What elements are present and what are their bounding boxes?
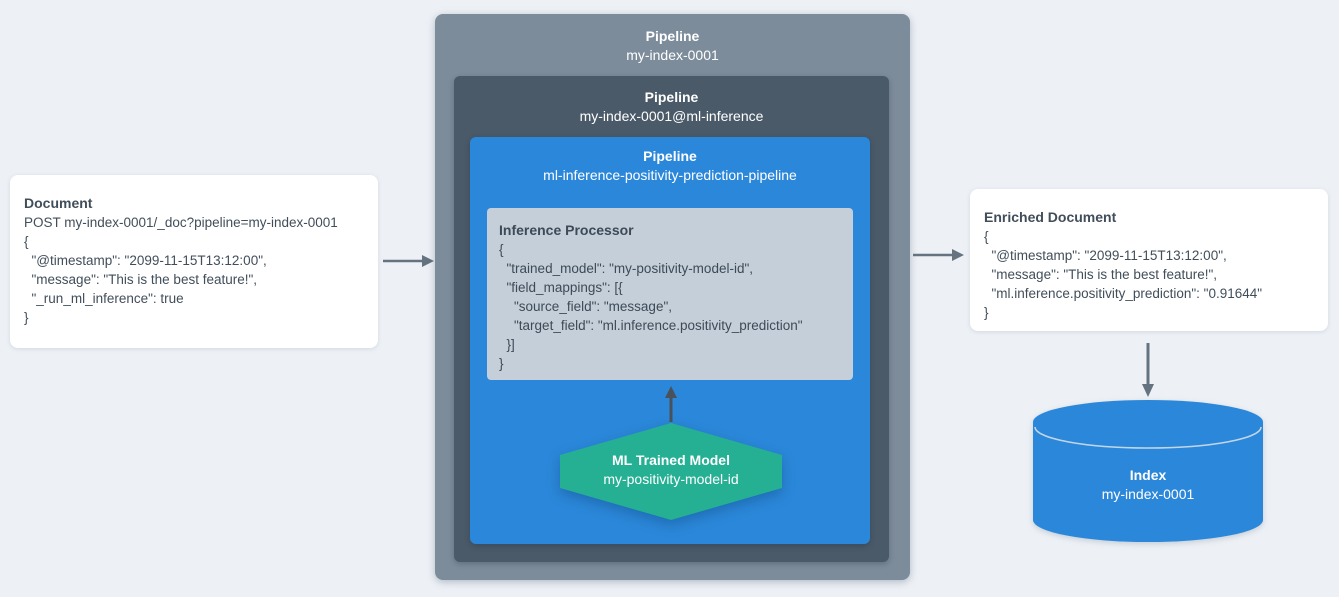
enriched-document-card: Enriched Document { "@timestamp": "2099-… (970, 189, 1328, 331)
pipeline-title: Pipeline (644, 89, 699, 105)
code-line: "target_field": "ml.inference.positivity… (499, 318, 803, 333)
inference-pipeline-box: Pipeline ml-inference-positivity-predict… (470, 137, 870, 544)
code-line: "field_mappings": [{ (499, 280, 623, 295)
index-name: my-index-0001 (1101, 486, 1195, 502)
code-line: "@timestamp": "2099-11-15T13:12:00", (984, 248, 1227, 263)
code-line: } (24, 310, 29, 325)
code-line: "message": "This is the best feature!", (24, 272, 258, 287)
code-line: { (499, 242, 504, 257)
arrow-right-icon (913, 249, 964, 261)
code-line: "ml.inference.positivity_prediction": "0… (984, 286, 1263, 301)
pipeline-name: my-index-0001@ml-inference (579, 108, 764, 124)
code-line: "_run_ml_inference": true (24, 291, 184, 306)
code-line: }] (499, 337, 515, 352)
code-line: } (984, 305, 989, 320)
code-line: "source_field": "message", (499, 299, 672, 314)
code-line: "trained_model": "my-positivity-model-id… (499, 261, 754, 276)
database-icon (1033, 400, 1263, 542)
inference-processor-box: Inference Processor { "trained_model": "… (487, 208, 853, 380)
document-card: Document POST my-index-0001/_doc?pipelin… (10, 175, 378, 348)
document-card-title: Document (24, 195, 93, 211)
ml-trained-model-hexagon: ML Trained Model my-positivity-model-id (560, 423, 782, 520)
code-line: { (984, 229, 989, 244)
index-label: Index my-index-0001 (1033, 466, 1263, 504)
arrow-up-icon (665, 386, 677, 422)
pipeline-name: ml-inference-positivity-prediction-pipel… (543, 167, 797, 183)
pipeline-outer-box: Pipeline my-index-0001 Pipeline my-index… (435, 14, 910, 580)
code-line: "@timestamp": "2099-11-15T13:12:00", (24, 253, 267, 268)
enriched-document-title: Enriched Document (984, 209, 1117, 225)
code-line: { (24, 234, 29, 249)
ml-trained-model-name: my-positivity-model-id (603, 471, 739, 487)
ml-inference-pipeline-box: Pipeline my-index-0001@ml-inference Pipe… (454, 76, 889, 562)
arrow-down-icon (1142, 343, 1154, 397)
code-line: } (499, 356, 504, 371)
index-cylinder: Index my-index-0001 (1033, 400, 1263, 542)
ml-trained-model-label: ML Trained Model my-positivity-model-id (560, 451, 782, 489)
code-line: "message": "This is the best feature!", (984, 267, 1218, 282)
pipeline-title: Pipeline (643, 148, 697, 164)
inference-processor-title: Inference Processor (499, 222, 634, 238)
pipeline-title: Pipeline (645, 28, 700, 44)
pipeline-name: my-index-0001 (626, 47, 719, 63)
hexagon-icon (560, 423, 782, 520)
index-title: Index (1129, 467, 1167, 483)
code-line: POST my-index-0001/_doc?pipeline=my-inde… (24, 215, 338, 230)
ml-trained-model-title: ML Trained Model (612, 452, 730, 468)
arrow-right-icon (383, 255, 434, 267)
